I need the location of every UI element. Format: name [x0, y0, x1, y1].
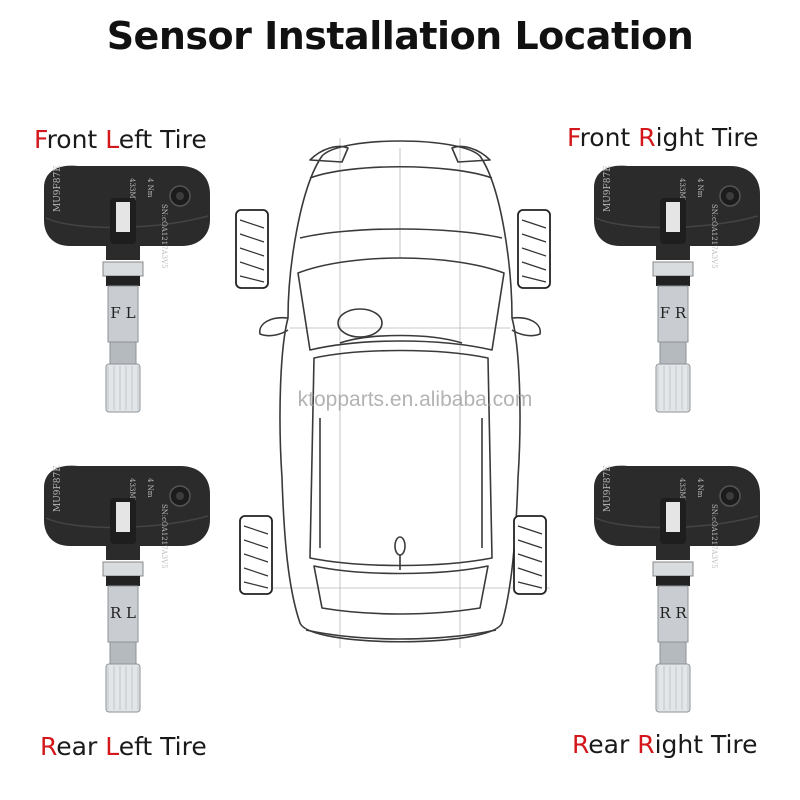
valve-cap: [105, 663, 141, 713]
sensor-frequency-text: 433MHz: [128, 478, 136, 509]
label-front-right-tire: Front Right Tire: [567, 123, 759, 152]
car-outline-diagram: [235, 138, 551, 648]
valve-grommet: [106, 576, 140, 586]
label-initial: R: [572, 730, 589, 759]
valve-neck: [109, 341, 137, 365]
sensor-frequency-text: 433MHz: [678, 478, 686, 509]
label-front-left-tire: Front Left Tire: [34, 125, 207, 154]
label-initial: F: [34, 125, 47, 154]
valve-position-stamp: F L: [110, 304, 135, 322]
sensor-rear-right: MU9F87E 433MHz 4 Nm SN:cOA1217A3V5 R R: [594, 465, 760, 713]
valve-cap: [655, 363, 691, 413]
watermark: ktopparts.en.alibaba.com: [297, 388, 533, 411]
valve-nut: [102, 261, 144, 277]
sensor-model-text: MU9F87E: [603, 465, 613, 512]
sensor-button-center: [176, 492, 184, 500]
sensor-front-right: MU9F87E 433MHz 4 Nm SN:cOA1217A3V5 F R: [594, 165, 760, 413]
sensor-clip-window: [116, 202, 130, 232]
sensor-torque-text: 4 Nm: [696, 478, 704, 498]
label-text: eft Tire: [118, 732, 207, 761]
label-text: eft Tire: [118, 125, 207, 154]
valve-base: [656, 546, 690, 560]
sensor-button-center: [726, 192, 734, 200]
valve-neck: [659, 641, 687, 665]
sensor-clip-window: [666, 502, 680, 532]
label-initial: L: [105, 732, 119, 761]
valve-position-stamp: R L: [110, 604, 136, 622]
valve-position-stamp: R R: [659, 604, 687, 622]
label-text: ear: [56, 732, 106, 761]
valve-grommet: [656, 576, 690, 586]
sensor-torque-text: 4 Nm: [146, 478, 154, 498]
valve-stem: [657, 585, 689, 643]
valve-stem: [657, 285, 689, 343]
sensor-model-text: MU9F87E: [53, 465, 63, 512]
label-initial: R: [638, 123, 656, 152]
sensor-button-center: [176, 192, 184, 200]
label-text: ront: [46, 125, 106, 154]
label-rear-left-tire: Rear Left Tire: [40, 732, 207, 761]
label-text: ight Tire: [654, 730, 758, 759]
sensor-serial-text: SN:cOA1217A3V5: [710, 504, 718, 569]
label-initial: L: [105, 125, 119, 154]
valve-position-stamp: F R: [660, 304, 687, 322]
sensor-rear-left: MU9F87E 433MHz 4 Nm SN:cOA1217A3V5 R L: [44, 465, 210, 713]
label-initial: R: [40, 732, 57, 761]
valve-cap: [105, 363, 141, 413]
sensor-frequency-text: 433MHz: [678, 178, 686, 209]
label-text: ront: [579, 123, 639, 152]
valve-neck: [659, 341, 687, 365]
label-initial: R: [637, 730, 655, 759]
sensor-serial-text: SN:cOA1217A3V5: [160, 504, 168, 569]
valve-base: [106, 246, 140, 260]
valve-base: [106, 546, 140, 560]
page-title: Sensor Installation Location: [106, 14, 694, 58]
sensor-torque-text: 4 Nm: [696, 178, 704, 198]
sensor-front-left: MU9F87E 433MHz 4 Nm SN:cOA1217A3V5 F L: [44, 165, 210, 413]
sensor-clip-window: [116, 502, 130, 532]
sensor-serial-text: SN:cOA1217A3V5: [160, 204, 168, 269]
label-text: ight Tire: [655, 123, 759, 152]
sensor-serial-text: SN:cOA1217A3V5: [710, 204, 718, 269]
sensor-torque-text: 4 Nm: [146, 178, 154, 198]
sensor-button-center: [726, 492, 734, 500]
valve-stem: [107, 585, 139, 643]
label-rear-right-tire: Rear Right Tire: [572, 730, 758, 759]
valve-cap: [655, 663, 691, 713]
sensor-model-text: MU9F87E: [603, 165, 613, 212]
valve-nut: [652, 561, 694, 577]
label-text: ear: [588, 730, 638, 759]
sensor-frequency-text: 433MHz: [128, 178, 136, 209]
sensor-clip-window: [666, 202, 680, 232]
valve-nut: [102, 561, 144, 577]
valve-grommet: [106, 276, 140, 286]
label-initial: F: [567, 123, 580, 152]
valve-grommet: [656, 276, 690, 286]
sensor-model-text: MU9F87E: [53, 165, 63, 212]
valve-neck: [109, 641, 137, 665]
valve-base: [656, 246, 690, 260]
valve-nut: [652, 261, 694, 277]
